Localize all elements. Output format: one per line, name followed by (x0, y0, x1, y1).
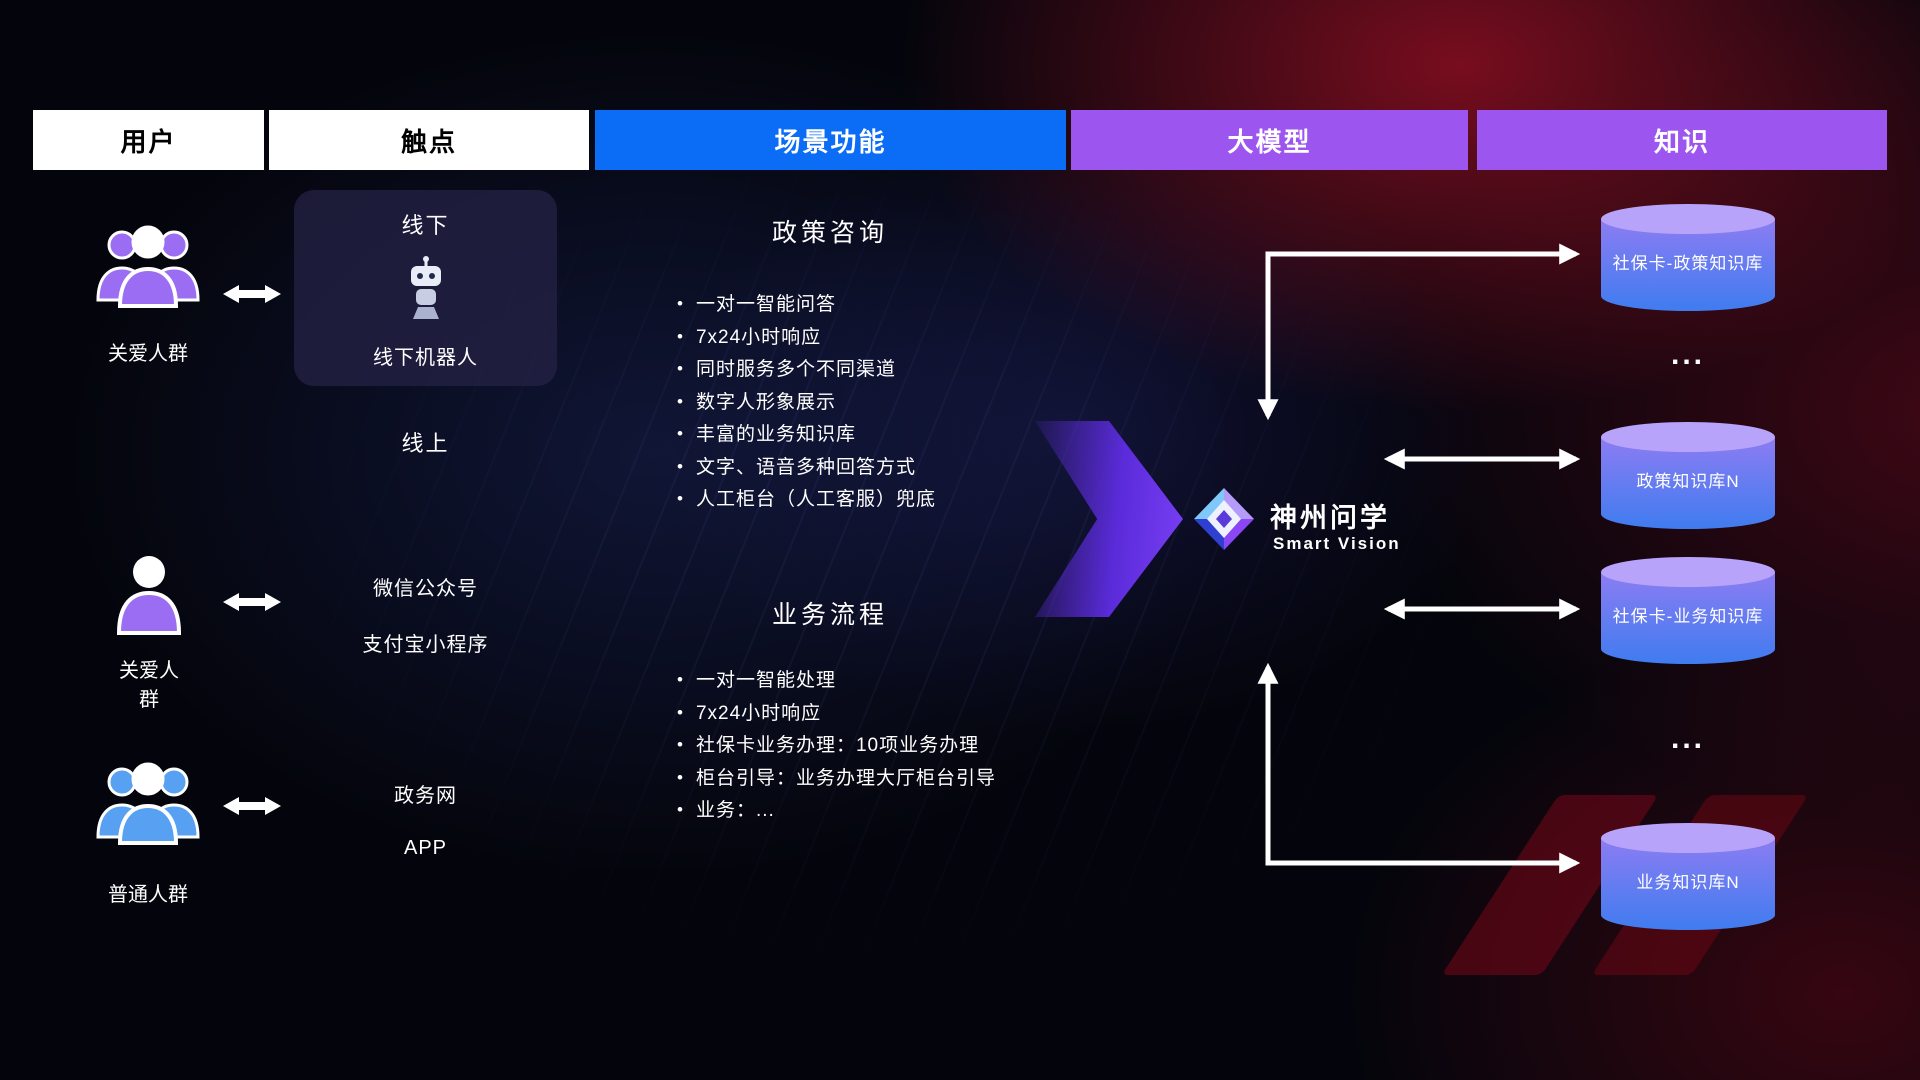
kb-cylinder-business-n: 业务知识库N (1601, 823, 1775, 931)
kb-label: 业务知识库N (1636, 872, 1740, 892)
user-group-care-2: 关爱人群 (111, 553, 187, 712)
arrow-model-to-kb4 (1257, 662, 1581, 874)
touchpoint-app: APP (403, 837, 448, 859)
offline-robot-label: 线下机器人 (373, 347, 478, 369)
person-icon (111, 556, 187, 639)
double-arrow-icon (223, 590, 281, 614)
scenario-policy-title: 政策咨询 (771, 219, 888, 247)
people-group-icon (86, 762, 210, 855)
user-group-general: 普通人群 (86, 755, 210, 907)
bullet-item: 一对一智能处理 (677, 665, 996, 698)
ellipsis: ... (1670, 338, 1705, 371)
kb-label: 社保卡-政策知识库 (1612, 253, 1764, 273)
flow-arrow-right (1035, 421, 1183, 617)
bullet-item: 数字人形象展示 (677, 387, 936, 420)
user-group-care-1: 关爱人群 (86, 218, 210, 366)
header-users: 用户 (33, 110, 264, 170)
bullet-item: 文字、语音多种回答方式 (677, 452, 936, 485)
offline-title: 线下 (401, 213, 450, 238)
scenario-business-list: 一对一智能处理 7x24小时响应 社保卡业务办理：10项业务办理 柜台引导：业务… (677, 665, 996, 828)
bullet-item: 社保卡业务办理：10项业务办理 (677, 730, 996, 763)
user-group-label: 关爱人群 (119, 660, 179, 711)
bullet-item: 7x24小时响应 (677, 698, 996, 731)
double-arrow-icon (223, 282, 281, 306)
bullet-item: 人工柜台（人工客服）兜底 (677, 484, 936, 517)
user-group-label: 关爱人群 (108, 343, 188, 365)
kb-cylinder-policy-n: 政策知识库N (1601, 422, 1775, 530)
bullet-item: 同时服务多个不同渠道 (677, 354, 936, 387)
user-group-label: 普通人群 (108, 884, 188, 906)
arrow-model-to-kb1 (1257, 243, 1581, 421)
bullet-item: 一对一智能问答 (677, 289, 936, 322)
kb-label: 政策知识库N (1636, 471, 1740, 491)
robot-icon (403, 255, 449, 326)
bullet-item: 7x24小时响应 (677, 322, 936, 355)
bullet-item: 柜台引导：业务办理大厅柜台引导 (677, 763, 996, 796)
model-subtitle: Smart Vision (1273, 534, 1401, 553)
header-knowledge: 知识 (1477, 110, 1887, 170)
kb-cylinder-business-social-card: 社保卡-业务知识库 (1601, 557, 1775, 665)
double-arrow-icon (223, 794, 281, 818)
scenario-business-title: 业务流程 (771, 601, 888, 629)
touchpoint-wechat: 微信公众号 (373, 578, 478, 600)
touchpoint-gov-web: 政务网 (394, 785, 457, 807)
people-group-icon (86, 225, 210, 318)
kb-cylinder-policy-social-card: 社保卡-政策知识库 (1601, 204, 1775, 312)
header-large-model: 大模型 (1071, 110, 1468, 170)
header-touchpoints: 触点 (269, 110, 589, 170)
smart-vision-logo-icon (1192, 486, 1256, 557)
offline-touchpoint-card: 线下 线下机器人 (294, 190, 557, 386)
bullet-item: 业务：... (677, 795, 996, 828)
model-name: 神州问学 (1270, 503, 1390, 533)
ellipsis: ... (1670, 722, 1705, 755)
header-scenario-functions: 场景功能 (595, 110, 1066, 170)
online-title: 线上 (401, 431, 450, 456)
touchpoint-alipay: 支付宝小程序 (362, 634, 489, 656)
kb-label: 社保卡-业务知识库 (1612, 606, 1764, 626)
bullet-item: 丰富的业务知识库 (677, 419, 936, 452)
scenario-policy-list: 一对一智能问答 7x24小时响应 同时服务多个不同渠道 数字人形象展示 丰富的业… (677, 289, 936, 517)
